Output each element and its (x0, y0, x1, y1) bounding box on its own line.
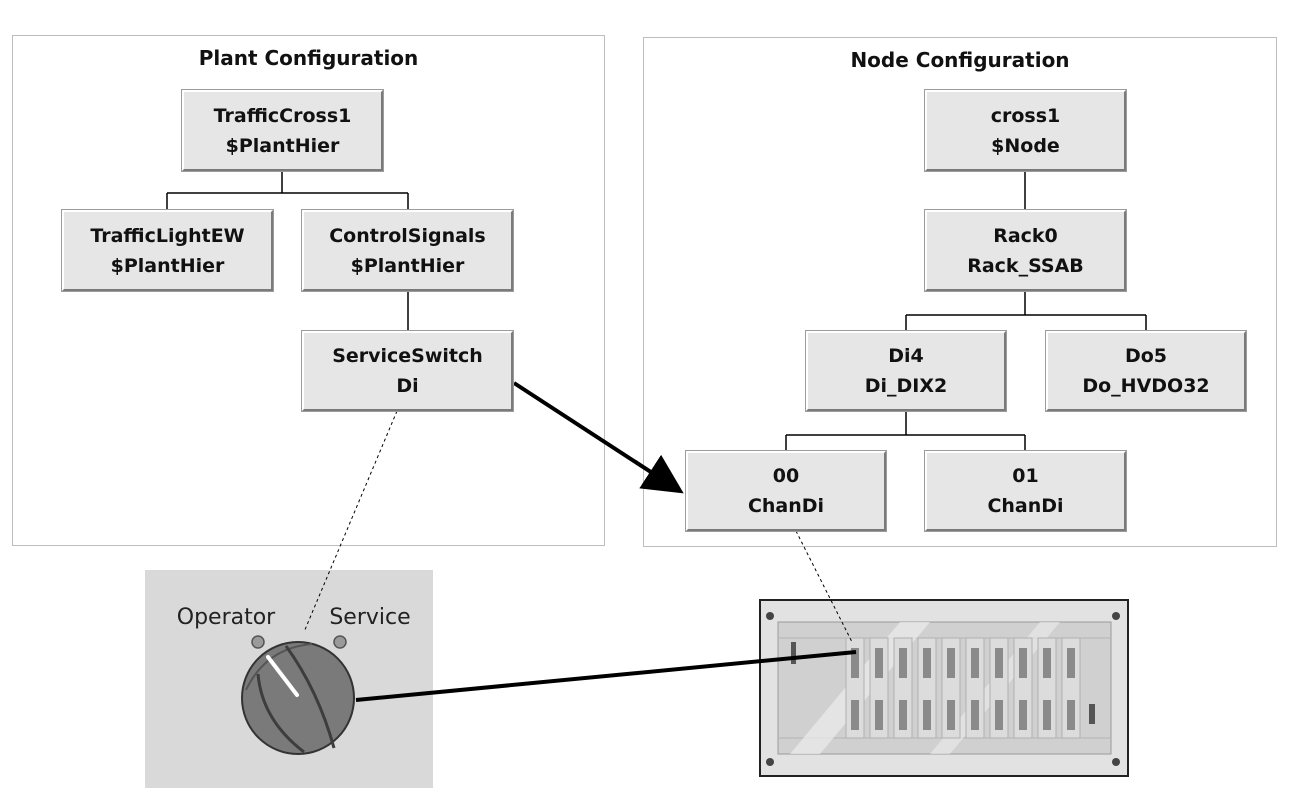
node-class: ChanDi (747, 495, 825, 517)
rack-card-terminal (851, 648, 859, 678)
rack-card-terminal (899, 648, 907, 678)
node-class: Rack_SSAB (967, 254, 1084, 277)
rack-card-terminal (851, 700, 859, 730)
node-di4[interactable]: Di4 Di_DIX2 (805, 330, 1007, 412)
rack-card-terminal (1067, 700, 1075, 730)
rack-card (893, 637, 913, 739)
selector-knob (241, 641, 355, 755)
node-control-signals[interactable]: ControlSignals $PlantHier (301, 209, 514, 292)
node-class: Di (396, 375, 419, 397)
rack-card-terminal (875, 700, 883, 730)
service-label: Service (329, 605, 410, 630)
node-class: $PlantHier (225, 134, 340, 157)
rack-card (941, 637, 961, 739)
node-traffic-cross1[interactable]: TrafficCross1 $PlantHier (181, 89, 384, 172)
operator-indicator-light (251, 635, 265, 649)
rack-card (965, 637, 985, 739)
rack-card (917, 637, 937, 739)
switch-association-dashed (303, 410, 398, 633)
rack-card-terminal (947, 700, 955, 730)
rack-card-terminal (1019, 648, 1027, 678)
node-channel-00[interactable]: 00 ChanDi (685, 450, 887, 532)
node-name: TrafficCross1 (213, 104, 352, 127)
operator-label: Operator (177, 605, 276, 630)
rack-card-terminal (1067, 648, 1075, 678)
rack-card-terminal (995, 648, 1003, 678)
node-cross1[interactable]: cross1 $Node (924, 89, 1127, 172)
rack-card (1061, 637, 1081, 739)
rack-card-terminal (923, 700, 931, 730)
node-class: $PlantHier (110, 254, 225, 277)
rack-card-terminal (923, 648, 931, 678)
node-name: TrafficLightEW (90, 224, 245, 247)
rack-card-terminal (995, 700, 1003, 730)
rack-card (989, 637, 1009, 739)
node-service-switch[interactable]: ServiceSwitch Di (301, 330, 514, 412)
node-class: Di_DIX2 (864, 375, 948, 397)
node-name: ServiceSwitch (332, 345, 483, 367)
rack-card-terminal (1043, 700, 1051, 730)
node-rack0[interactable]: Rack0 Rack_SSAB (924, 209, 1127, 292)
node-configuration-title: Node Configuration (850, 48, 1070, 72)
node-traffic-light-ew[interactable]: TrafficLightEW $PlantHier (61, 209, 274, 292)
node-class: ChanDi (987, 495, 1064, 517)
service-switch-device: Operator Service (145, 570, 433, 788)
node-tree-connectors (785, 171, 1147, 451)
node-name: cross1 (990, 104, 1061, 127)
io-rack-device (759, 599, 1129, 777)
node-do5[interactable]: Do5 Do_HVDO32 (1045, 330, 1247, 412)
node-name: ControlSignals (329, 224, 486, 247)
rack-card-terminal (971, 700, 979, 730)
node-class: Do_HVDO32 (1082, 375, 1210, 397)
rack-card-terminal (875, 648, 883, 678)
plant-tree-connectors (166, 171, 409, 331)
rack-card-terminal (1019, 700, 1027, 730)
rack-io-cards (845, 637, 1081, 739)
rack-card-terminal (971, 648, 979, 678)
rack-card (869, 637, 889, 739)
node-class: $Node (991, 134, 1060, 157)
node-name: Di4 (888, 345, 924, 367)
channel-connection-arrow (512, 381, 684, 494)
channel-association-dashed (795, 530, 853, 643)
rack-card-terminal (1043, 648, 1051, 678)
node-name: 01 (1012, 465, 1039, 487)
node-class: $PlantHier (350, 254, 465, 277)
plant-configuration-title: Plant Configuration (198, 46, 419, 70)
rack-card-terminal (899, 700, 907, 730)
service-indicator-light (333, 635, 347, 649)
node-name: Rack0 (993, 224, 1058, 247)
rack-card (845, 637, 865, 739)
signal-wire (355, 650, 857, 702)
node-name: 00 (772, 465, 800, 487)
node-channel-01[interactable]: 01 ChanDi (924, 450, 1127, 532)
rack-card-terminal (947, 648, 955, 678)
rack-card (1037, 637, 1057, 739)
node-name: Do5 (1124, 345, 1168, 367)
rack-card (1013, 637, 1033, 739)
